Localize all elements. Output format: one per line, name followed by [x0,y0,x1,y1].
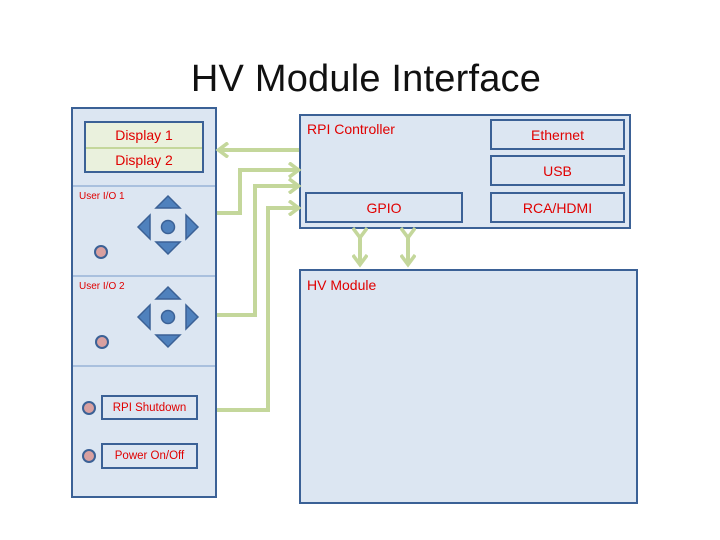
power-on-off-label: Power On/Off [114,450,185,462]
user-io-2-dpad-icon [136,285,200,349]
rca-hdmi-port: RCA/HDMI [490,192,625,223]
ethernet-port: Ethernet [490,119,625,150]
user-io-2-led-icon [95,335,109,349]
user-io-2-link-arrow-icon [217,186,297,317]
hv-module-label: HV Module [307,277,377,293]
user-io-1-label: User I/O 1 [79,191,125,202]
display-panel: Display 1 Display 2 [84,121,204,173]
user-io-2-label: User I/O 2 [79,281,125,292]
hv-module-box [299,269,638,504]
rpi-controller-label: RPI Controller [307,121,395,137]
panel-divider-1 [73,185,215,187]
power-on-off-button[interactable]: Power On/Off [101,443,198,469]
rpi-shutdown-label: RPI Shutdown [112,401,187,414]
user-io-1-led-icon [94,245,108,259]
usb-label: USB [543,162,572,179]
rpi-shutdown-led-icon [82,401,96,415]
page-title: HV Module Interface [190,58,542,100]
panel-divider-2 [73,275,215,277]
ethernet-label: Ethernet [531,126,584,143]
gpio-label: GPIO [366,199,402,216]
gpio-port: GPIO [305,192,463,223]
user-io-1-link-arrow-icon [217,170,297,215]
power-led-icon [82,449,96,463]
user-io-1-dpad-icon [136,194,200,256]
panel-divider-3 [73,365,215,367]
rpi-shutdown-link-arrow-icon [217,208,297,412]
rca-hdmi-label: RCA/HDMI [522,199,593,216]
rpi-shutdown-button[interactable]: RPI Shutdown [101,395,198,420]
usb-port: USB [490,155,625,186]
display-1: Display 1 [115,127,173,143]
display-2: Display 2 [86,147,202,171]
